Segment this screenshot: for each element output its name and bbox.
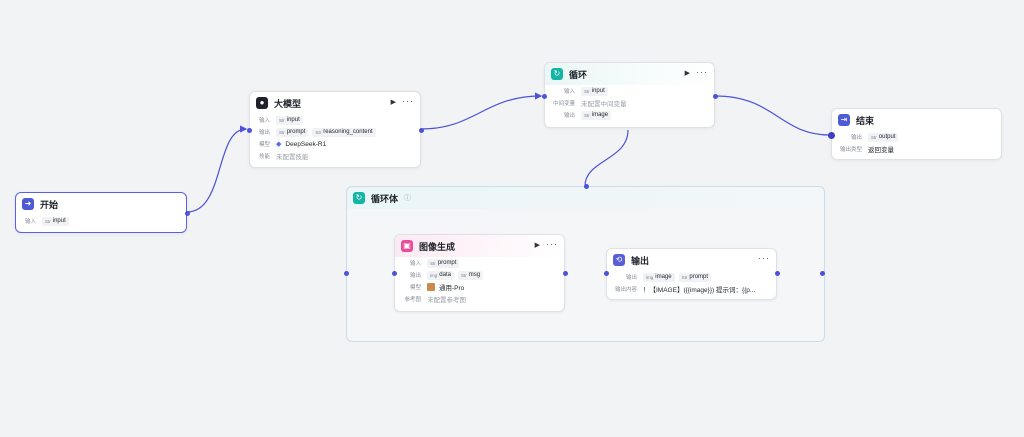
edge-llm-loop: [420, 92, 543, 130]
loop-node-title: 循环: [569, 69, 588, 80]
llm-input-port[interactable]: [247, 128, 252, 133]
input-label: 输入: [409, 261, 421, 267]
image-gen-icon: ▣: [401, 240, 413, 252]
loop-body-output-port[interactable]: [820, 271, 825, 276]
mid-var-label: 中间变量: [552, 101, 575, 107]
llm-output-port[interactable]: [419, 128, 424, 133]
edge-loop-body: [584, 129, 629, 187]
output-type-value: 返回变量: [868, 147, 894, 154]
output-input-port[interactable]: [604, 271, 609, 276]
start-node-title: 开始: [40, 199, 59, 210]
more-icon[interactable]: ···: [758, 253, 770, 263]
output-label: 输出: [625, 275, 637, 281]
input-label: 输入: [563, 89, 575, 95]
output-label: 输出: [850, 135, 862, 141]
end-node-title: 结束: [856, 115, 875, 126]
ref-image-label: 参考图: [404, 297, 421, 303]
loop-input-port[interactable]: [542, 94, 547, 99]
loop-body-top-port[interactable]: [584, 184, 589, 189]
loop-icon: ↻: [353, 192, 365, 204]
output-type-label: 输出类型: [839, 147, 862, 153]
more-icon[interactable]: ···: [402, 96, 414, 106]
mid-var-value: 未配置中间变量: [581, 101, 627, 108]
output-content-value: ！【IMAGE】({{image}}) 提示词：{{p...: [643, 287, 756, 294]
run-icon[interactable]: ▶: [534, 241, 540, 249]
end-input-port[interactable]: [828, 132, 835, 139]
skill-label: 技能: [258, 154, 270, 160]
image-gen-output-port[interactable]: [563, 271, 568, 276]
info-icon[interactable]: ⓘ: [404, 195, 412, 202]
edge-loop-end: [714, 95, 831, 136]
edge-start-llm: [186, 125, 248, 213]
output-node-title: 输出: [631, 255, 650, 266]
output-label: 输出: [409, 273, 421, 279]
model-label: 模型: [409, 285, 421, 291]
run-icon[interactable]: ▶: [390, 98, 396, 106]
loop-body-group[interactable]: ↻ 循环体 ⓘ: [344, 184, 825, 342]
more-icon[interactable]: ···: [696, 67, 708, 77]
input-label: 输入: [258, 118, 270, 124]
model-value: DeepSeek-R1: [285, 140, 327, 148]
llm-node-title: 大模型: [274, 98, 302, 109]
llm-icon: ●: [256, 97, 268, 109]
model-label: 模型: [258, 142, 270, 148]
image-gen-input-port[interactable]: [392, 271, 397, 276]
output-icon: ⟲: [613, 254, 625, 266]
start-icon: ➜: [22, 198, 34, 210]
model-value: 通用-Pro: [439, 285, 465, 292]
more-icon[interactable]: ···: [546, 239, 558, 249]
model-avatar-icon: [427, 283, 435, 291]
run-icon[interactable]: ▶: [684, 69, 690, 77]
output-label: 输出: [563, 113, 575, 119]
loop-body-input-port[interactable]: [344, 271, 349, 276]
output-output-port[interactable]: [775, 271, 780, 276]
end-icon: ⇥: [838, 114, 850, 126]
input-label: 输入: [24, 219, 36, 225]
ref-image-value: 未配置参考图: [427, 297, 466, 304]
output-label: 输出: [258, 130, 270, 136]
image-gen-node-title: 图像生成: [419, 241, 456, 252]
deepseek-icon: ◆: [276, 141, 282, 148]
loop-body-title: 循环体: [371, 193, 399, 204]
loop-output-port[interactable]: [713, 94, 718, 99]
output-content-label: 输出内容: [614, 287, 637, 293]
start-output-port[interactable]: [185, 211, 190, 216]
skill-value: 未配置技能: [276, 154, 309, 161]
loop-icon: ↻: [551, 68, 563, 80]
